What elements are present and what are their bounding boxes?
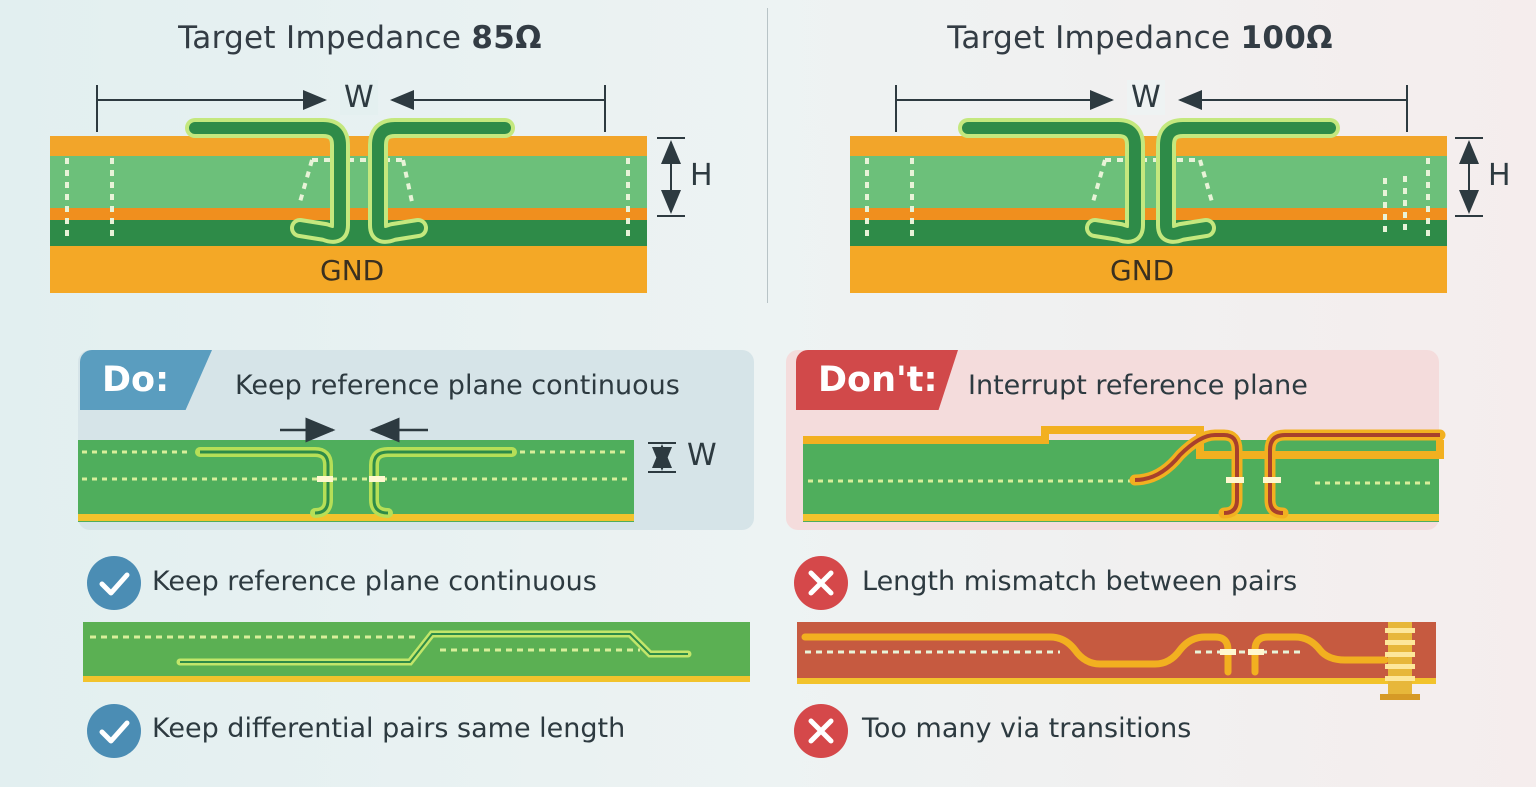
dont-item-2: Too many via transitions <box>862 713 1192 744</box>
do-item-2: Keep differential pairs same length <box>152 713 626 744</box>
right-title: Target Impedance 100Ω <box>880 20 1400 56</box>
dont-board-plane <box>803 514 1439 521</box>
dont-via-trace <box>801 633 1232 676</box>
do-board <box>78 440 634 522</box>
left-width-label: W <box>340 80 378 115</box>
left-gnd-label: GND <box>320 254 385 287</box>
dont-item-1: Length mismatch between pairs <box>862 566 1298 597</box>
left-title-prefix: Target Impedance <box>178 20 472 56</box>
do-length-illustration <box>83 622 750 682</box>
center-divider <box>767 8 768 303</box>
right-top-copper <box>850 136 1447 156</box>
check-icon <box>87 556 141 610</box>
right-width-label: W <box>1127 80 1165 115</box>
dont-via-illustration <box>797 622 1436 700</box>
right-substrate <box>850 156 1447 208</box>
right-title-value: 100Ω <box>1240 20 1333 56</box>
right-gnd-label: GND <box>1110 254 1175 287</box>
right-mid-copper <box>850 208 1447 220</box>
dont-broken-plane <box>803 426 1444 459</box>
dont-illustration <box>803 426 1446 522</box>
left-title-value: 85Ω <box>471 20 542 56</box>
do-heading: Keep reference plane continuous <box>235 370 680 401</box>
right-gnd-plane <box>850 246 1447 293</box>
do-width-label: W <box>687 438 717 473</box>
left-gnd-plane <box>50 246 647 293</box>
do-item-1: Keep reference plane continuous <box>152 566 597 597</box>
do-illustration <box>78 417 676 522</box>
left-height-label: H <box>690 158 713 193</box>
left-cross-section <box>50 85 685 293</box>
right-stitch-vias <box>865 158 1430 236</box>
x-icon <box>794 556 848 610</box>
do-board-plane <box>78 514 634 521</box>
right-height-label: H <box>1488 158 1511 193</box>
check-icon <box>87 704 141 758</box>
x-icon <box>794 704 848 758</box>
dont-heading: Interrupt reference plane <box>968 370 1308 401</box>
via-barrel-icon <box>1380 622 1420 700</box>
left-title: Target Impedance 85Ω <box>100 20 620 56</box>
right-title-prefix: Target Impedance <box>947 20 1241 56</box>
right-lower-substrate <box>850 220 1447 246</box>
right-cross-section <box>850 85 1483 293</box>
dont-tag: Don't: <box>796 350 958 410</box>
dont-via-trace-2 <box>1251 633 1389 676</box>
